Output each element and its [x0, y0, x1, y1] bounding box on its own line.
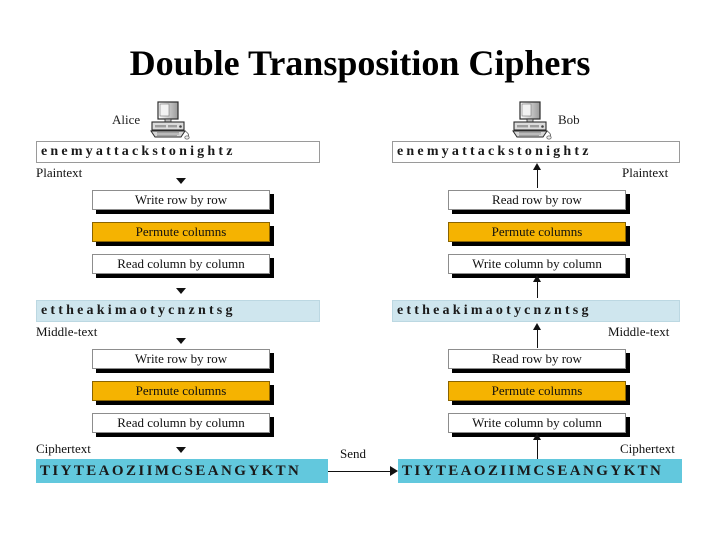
flow-line-up-4	[537, 440, 538, 459]
ciphertext-bar-right: TIYTEAOZIIMCSEANGYKTN	[398, 459, 682, 483]
plaintext-label-left: Plaintext	[36, 165, 83, 180]
plaintext-label-right: Plaintext	[622, 165, 669, 180]
step-write-row-by-row-1[interactable]: Write row by row	[92, 190, 270, 210]
computer-icon	[146, 100, 190, 140]
middletext-label-right: Middle-text	[608, 324, 670, 339]
plaintext-bar-right: enemyattackstonightz	[392, 141, 680, 163]
step-read-row-by-row-2[interactable]: Read row by row	[448, 349, 626, 369]
step-permute-columns-3[interactable]: Permute columns	[448, 222, 626, 242]
endpoint-bob-label: Bob	[558, 112, 580, 127]
endpoint-alice: Alice	[112, 100, 190, 140]
plaintext-bar-left: enemyattackstonightz	[36, 141, 320, 163]
step-permute-columns-1[interactable]: Permute columns	[92, 222, 270, 242]
ciphertext-bar-left: TIYTEAOZIIMCSEANGYKTN	[36, 459, 328, 483]
step-read-column-by-column-2[interactable]: Read column by column	[92, 413, 270, 433]
flow-arrow-down-2	[176, 288, 186, 294]
flow-arrow-up-2	[533, 275, 541, 282]
flow-arrow-up-1	[533, 163, 541, 170]
step-write-row-by-row-2[interactable]: Write row by row	[92, 349, 270, 369]
page-title: Double Transposition Ciphers	[129, 43, 591, 83]
middletext-label-left: Middle-text	[36, 324, 98, 339]
step-write-column-by-column-2[interactable]: Write column by column	[448, 413, 626, 433]
endpoint-alice-label: Alice	[112, 112, 141, 127]
step-permute-columns-4[interactable]: Permute columns	[448, 381, 626, 401]
middletext-bar-left: ettheakimaotycnzntsg	[36, 300, 320, 322]
step-read-column-by-column-1[interactable]: Read column by column	[92, 254, 270, 274]
flow-line-up-3	[537, 330, 538, 348]
send-label: Send	[340, 446, 366, 461]
flow-arrow-down-4	[176, 447, 186, 453]
ciphertext-label-left: Ciphertext	[36, 441, 91, 456]
step-read-row-by-row-1[interactable]: Read row by row	[448, 190, 626, 210]
flow-line-up-2	[537, 282, 538, 298]
flow-arrow-up-3	[533, 323, 541, 330]
step-write-column-by-column-1[interactable]: Write column by column	[448, 254, 626, 274]
flow-arrow-down-3	[176, 338, 186, 344]
flow-arrow-up-4	[533, 433, 541, 440]
ciphertext-label-right: Ciphertext	[620, 441, 675, 456]
computer-icon	[508, 100, 552, 140]
flow-arrow-down-1	[176, 178, 186, 184]
send-arrow-line	[328, 471, 392, 472]
send-arrow-head	[390, 466, 398, 476]
middletext-bar-right: ettheakimaotycnzntsg	[392, 300, 680, 322]
endpoint-bob: Bob	[508, 100, 580, 140]
step-permute-columns-2[interactable]: Permute columns	[92, 381, 270, 401]
flow-line-up-1	[537, 170, 538, 188]
